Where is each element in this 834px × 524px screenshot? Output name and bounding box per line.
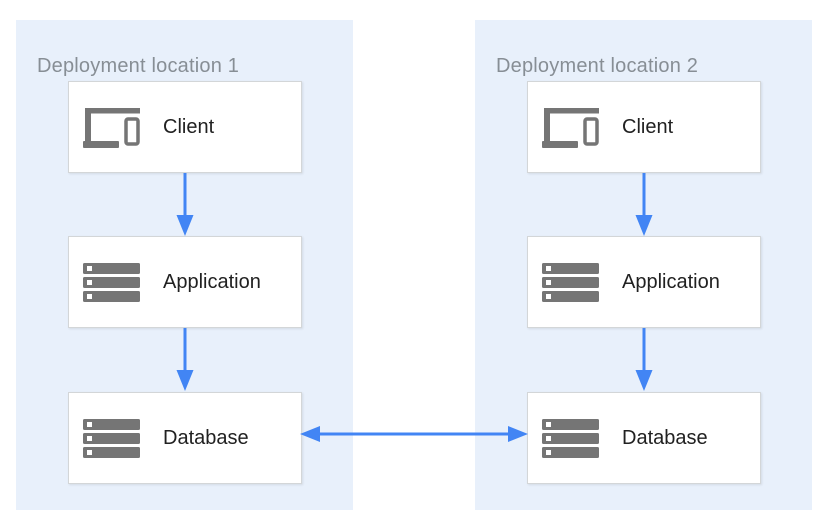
server-stack-icon	[83, 262, 140, 302]
node-client-1: Client	[68, 81, 302, 173]
panel-2-title: Deployment location 2	[496, 55, 699, 77]
server-stack-icon	[542, 418, 599, 458]
node-label: Application	[622, 270, 720, 293]
arrow-application-to-database-1	[176, 328, 194, 391]
node-database-2: Database	[527, 392, 761, 484]
node-label: Client	[622, 115, 674, 138]
node-label: Client	[163, 115, 215, 138]
node-label: Application	[163, 270, 261, 293]
node-application-1: Application	[68, 236, 302, 328]
arrow-application-to-database-2	[635, 328, 653, 391]
deployment-location-1-panel: Deployment location 1 Client	[16, 20, 353, 510]
node-label: Database	[163, 426, 249, 449]
node-application-2: Application	[527, 236, 761, 328]
arrow-client-to-application-2	[635, 173, 653, 236]
arrow-client-to-application-1	[176, 173, 194, 236]
server-stack-icon	[542, 262, 599, 302]
server-stack-icon	[83, 418, 140, 458]
deployment-location-2-panel: Deployment location 2 Client	[475, 20, 812, 510]
devices-icon	[542, 106, 599, 148]
node-database-1: Database	[68, 392, 302, 484]
node-client-2: Client	[527, 81, 761, 173]
panel-1-title: Deployment location 1	[37, 55, 240, 77]
devices-icon	[83, 106, 140, 148]
arrow-database-to-database-bidirectional	[300, 426, 528, 442]
node-label: Database	[622, 426, 708, 449]
